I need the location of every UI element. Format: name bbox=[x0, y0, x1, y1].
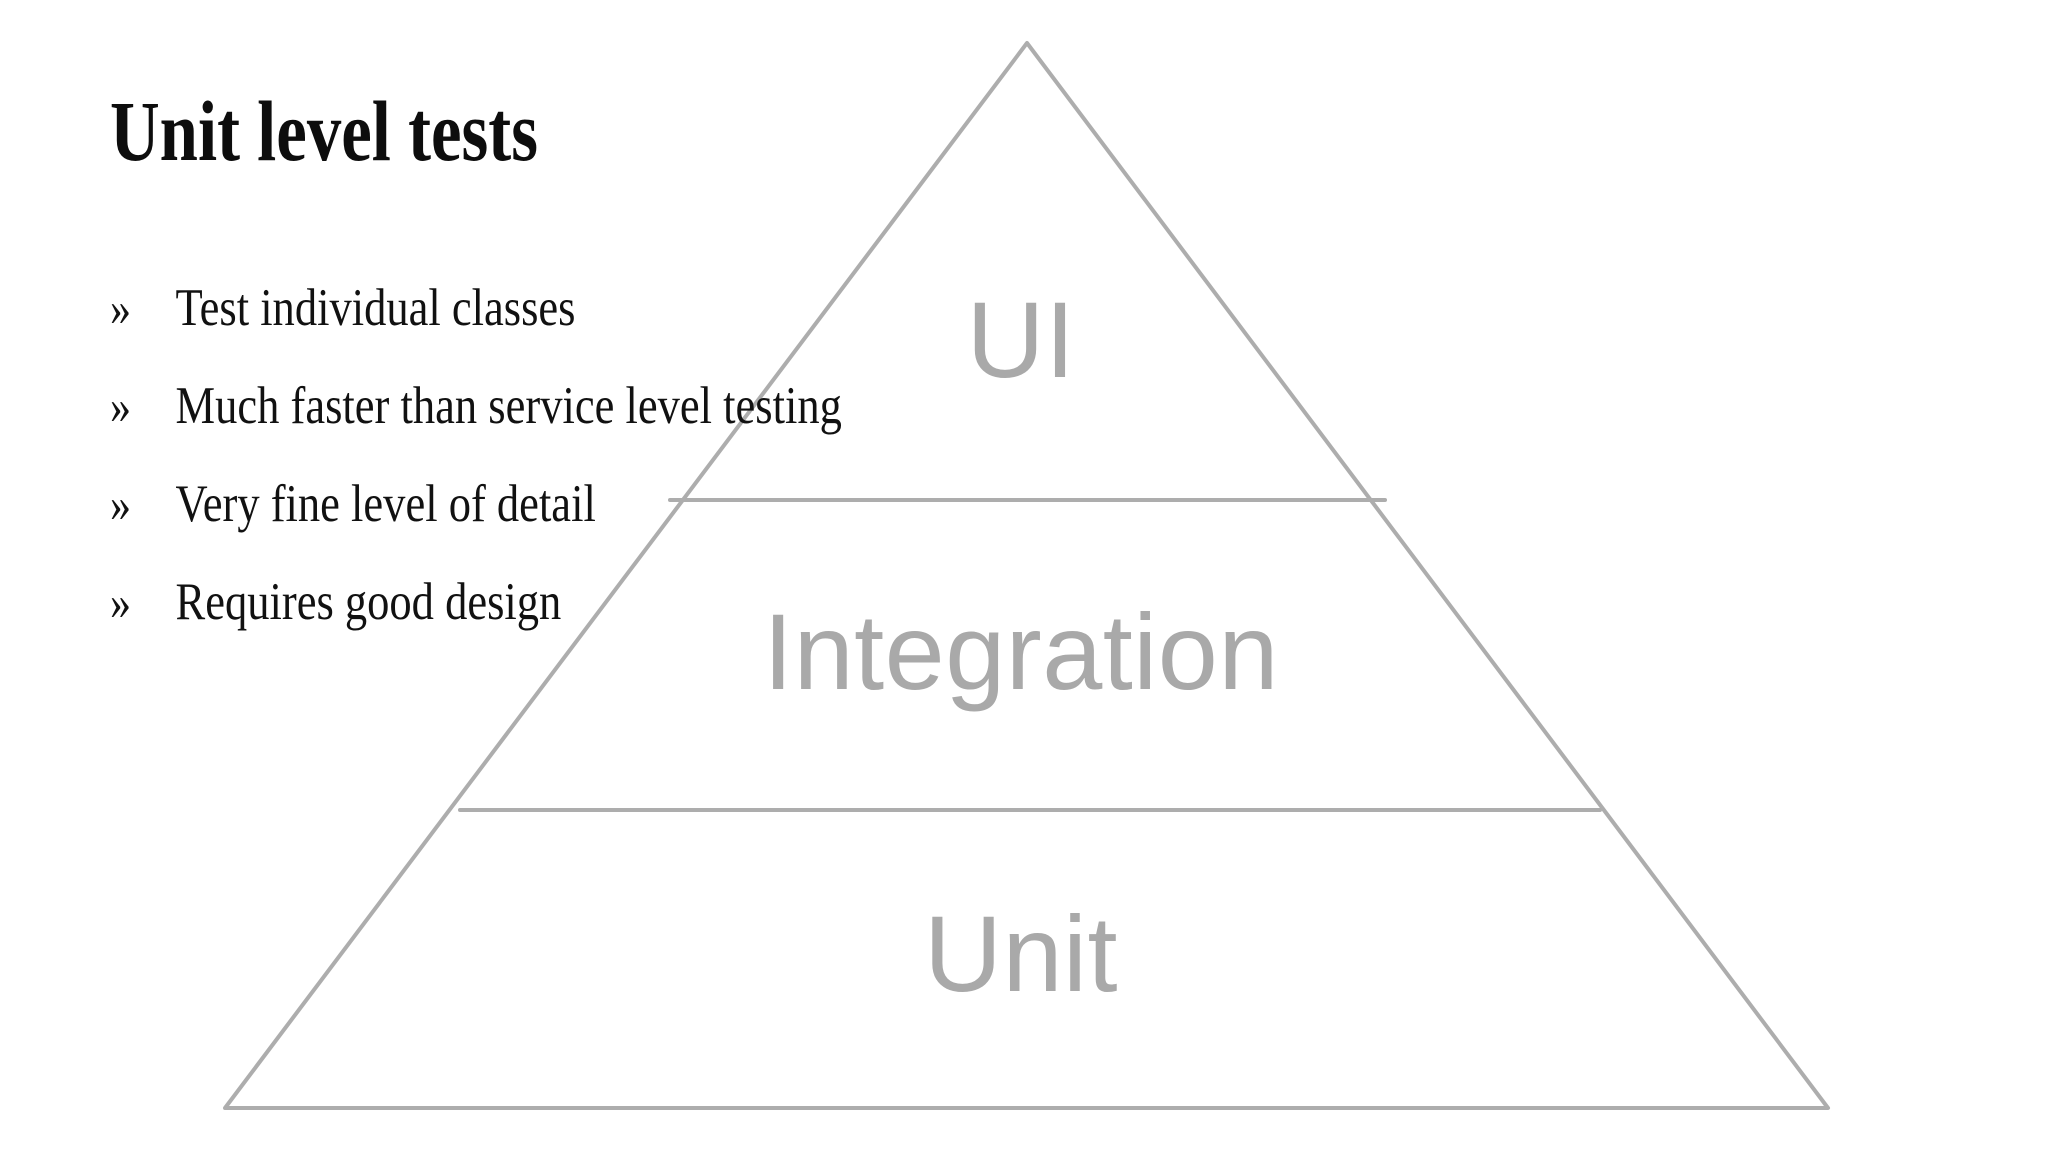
list-item: » Test individual classes bbox=[110, 282, 842, 335]
bullet-list: » Test individual classes » Much faster th… bbox=[110, 282, 981, 629]
list-item-label: Test individual classes bbox=[175, 279, 576, 337]
pyramid-tier-label-integration: Integration bbox=[763, 591, 1279, 712]
bullet-marker-icon: » bbox=[110, 476, 131, 532]
list-item: » Much faster than service level testing bbox=[110, 380, 842, 433]
bullet-marker-icon: » bbox=[110, 378, 131, 434]
list-item: » Very fine level of detail bbox=[110, 478, 842, 531]
list-item: » Requires good design bbox=[110, 576, 842, 629]
list-item-label: Much faster than service level testing bbox=[175, 377, 842, 435]
bullet-marker-icon: » bbox=[110, 280, 131, 336]
page-title: Unit level tests bbox=[110, 83, 538, 179]
list-item-label: Very fine level of detail bbox=[175, 475, 596, 533]
pyramid-tier-label-ui: UI bbox=[966, 279, 1076, 400]
bullet-marker-icon: » bbox=[110, 574, 131, 630]
pyramid-tier-label-unit: Unit bbox=[923, 893, 1119, 1014]
pyramid-outline bbox=[223, 41, 1830, 1110]
list-item-label: Requires good design bbox=[175, 573, 562, 631]
